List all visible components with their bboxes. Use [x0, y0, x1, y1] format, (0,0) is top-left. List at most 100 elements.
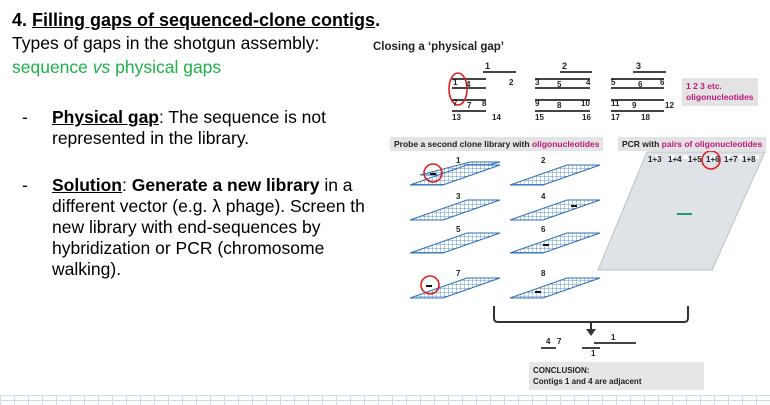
- oligo-4b: 4: [586, 78, 591, 87]
- oligo-5b: 5: [611, 78, 616, 87]
- solution-line3: new library with end-sequences by: [52, 217, 321, 237]
- conclusion-title: CONCLUSION:: [533, 366, 590, 375]
- membrane-3: [409, 199, 501, 221]
- probe-label: Probe a second clone library with oligon…: [390, 137, 604, 151]
- slide-title: 4. Filling gaps of sequenced-clone conti…: [12, 10, 380, 31]
- solution-line2: different vector (e.g. λ phage). Screen …: [52, 196, 365, 216]
- oligo-5a: 5: [557, 80, 562, 89]
- pcr-plate: [597, 151, 766, 271]
- oligo-14: 14: [492, 113, 501, 122]
- gap-type-vs: vs: [92, 57, 111, 77]
- oligo-8: 8: [482, 99, 487, 108]
- pcr-pair-1-7: 1+7: [724, 155, 738, 164]
- pcr-pair-1-6: 1+6: [706, 155, 720, 164]
- bullet-solution: Solution: Generate a new library in a di…: [52, 175, 365, 280]
- filter-label-3: 3: [456, 192, 461, 201]
- oligo-7b: 7: [467, 101, 472, 110]
- solution-text-b: in a: [319, 175, 353, 195]
- oligo-6b: 6: [660, 78, 665, 87]
- probe-label-magenta: oligonucleotides: [531, 139, 600, 149]
- oligo-17: 17: [611, 113, 620, 122]
- solution-line4: hybridization or PCR (chromosome: [52, 238, 325, 258]
- oligo-legend-nums: 1 2 3 etc.: [686, 81, 722, 91]
- result-num-1: 1: [611, 333, 616, 342]
- membrane-7: [409, 277, 501, 299]
- oligo-11: 11: [611, 99, 620, 108]
- highlight-circle-pcr: [701, 150, 721, 170]
- filter-label-2: 2: [541, 156, 546, 165]
- oligo-13: 13: [452, 113, 461, 122]
- intro-line: Types of gaps in the shotgun assembly:: [12, 33, 320, 53]
- highlight-circle-membrane-7: [420, 275, 440, 295]
- pcr-pair-1-8: 1+8: [742, 155, 756, 164]
- membrane-8: [509, 277, 601, 299]
- pcr-wells: [655, 155, 759, 159]
- conclusion-text: Contigs 1 and 4 are adjacent: [533, 377, 642, 386]
- solution-bold: Generate a new library: [131, 175, 320, 195]
- conclusion-box: CONCLUSION: Contigs 1 and 4 are adjacent: [529, 362, 704, 390]
- membrane-2: [509, 164, 601, 186]
- oligo-12: 12: [665, 101, 674, 110]
- gap-type-sequence: sequence: [12, 57, 93, 77]
- oligo-1a: 1: [453, 78, 458, 87]
- gap-types-line: sequence vs physical gaps: [12, 57, 221, 78]
- bullet-physical-gap: Physical gap: The sequence is not repres…: [52, 107, 326, 149]
- gap-type-physical: physical gaps: [110, 57, 222, 77]
- oligo-10: 10: [581, 99, 590, 108]
- oligo-9a: 9: [535, 99, 540, 108]
- membrane-5: [409, 232, 501, 254]
- pcr-label: PCR with pairs of oligonucleotides: [618, 137, 767, 151]
- filter-label-8: 8: [541, 269, 546, 278]
- figure-heading: Closing a ‘physical gap’: [373, 41, 505, 53]
- filter-label-6: 6: [541, 225, 546, 234]
- solution-text-a: :: [121, 175, 132, 195]
- highlight-circle-oligo: [448, 72, 468, 106]
- pcr-label-magenta: pairs of oligonucleotides: [661, 139, 763, 149]
- pcr-pair-1-4: 1+4: [668, 155, 682, 164]
- oligo-3a: 3: [535, 78, 540, 87]
- solution-line5: walking).: [52, 259, 122, 279]
- bullet-marker-1: -: [22, 107, 28, 127]
- result-num-7: 7: [557, 337, 562, 346]
- oligo-6a: 6: [638, 80, 643, 89]
- oligo-2a: 2: [509, 78, 514, 87]
- filter-label-1: 1: [456, 156, 461, 165]
- pcr-pair-1-3: 1+3: [648, 155, 662, 164]
- highlight-circle-membrane-1: [423, 163, 443, 183]
- oligo-18: 18: [641, 113, 650, 122]
- bullet-marker-2: -: [22, 175, 28, 195]
- connector-arrow-head: [586, 329, 596, 336]
- membrane-1: [409, 164, 501, 186]
- contig-num-3: 3: [636, 61, 642, 71]
- solution-term: Solution: [52, 175, 122, 195]
- contig-num-2: 2: [562, 61, 568, 71]
- result-num-4: 4: [546, 337, 551, 346]
- oligo-8b: 8: [557, 101, 562, 110]
- filter-label-7: 7: [456, 269, 461, 278]
- membrane-4: [509, 199, 601, 221]
- bottom-grid-strip: [0, 395, 770, 405]
- filter-label-4: 4: [541, 192, 546, 201]
- oligo-9b: 9: [632, 101, 637, 110]
- contig-num-1: 1: [485, 61, 491, 71]
- title-prefix: 4.: [12, 10, 33, 30]
- oligo-16: 16: [582, 113, 591, 122]
- pcr-pair-1-5: 1+5: [688, 155, 702, 164]
- pcr-label-prefix: PCR with: [622, 139, 662, 149]
- oligo-legend: 1 2 3 etc. oligonucleotides: [682, 78, 758, 106]
- result-bars: [541, 342, 636, 349]
- oligo-4a: 4: [466, 80, 471, 89]
- physical-gap-term: Physical gap: [52, 107, 159, 127]
- physical-gap-text2: represented in the library.: [52, 128, 250, 148]
- oligo-15: 15: [535, 113, 544, 122]
- oligo-7a: 7: [453, 99, 458, 108]
- title-suffix: .: [375, 10, 381, 30]
- physical-gap-text1: : The sequence is not: [159, 107, 327, 127]
- title-underlined: Filling gaps of sequenced-clone contigs: [32, 10, 376, 30]
- result-num-1-oligo: 1: [591, 349, 596, 358]
- probe-label-prefix: Probe a second clone library with: [394, 139, 532, 149]
- filter-label-5: 5: [456, 225, 461, 234]
